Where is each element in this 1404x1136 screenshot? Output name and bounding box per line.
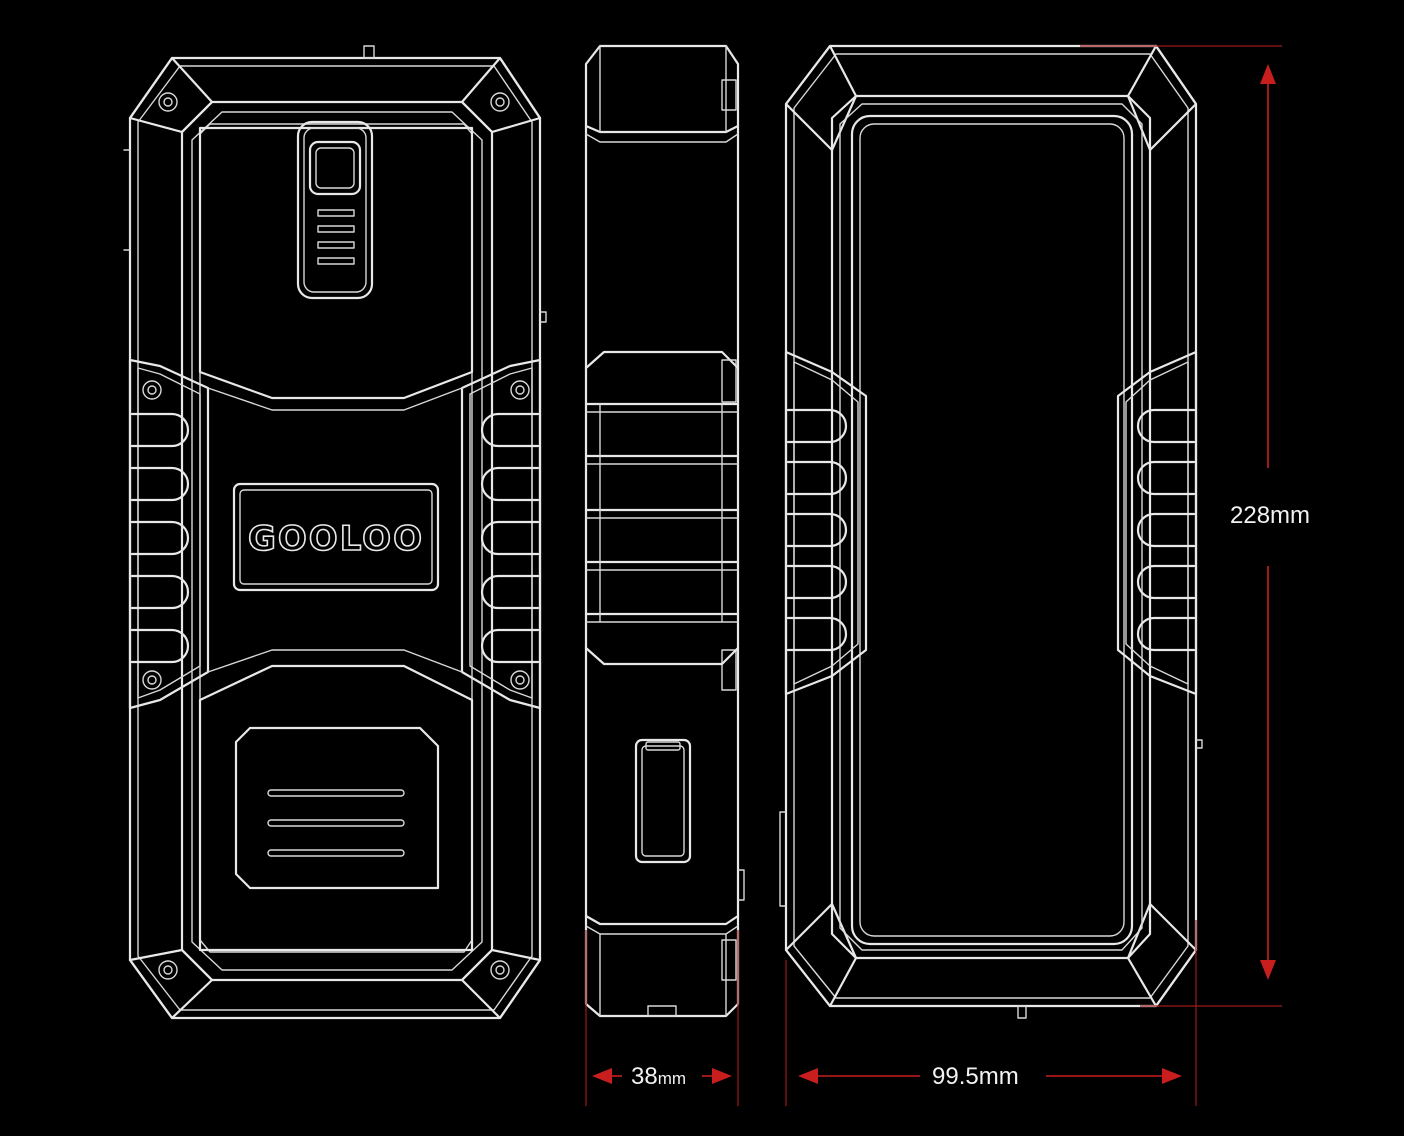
- arrow-right-icon: [1162, 1068, 1182, 1084]
- back-view: [779, 44, 1203, 1019]
- dimension-lines: [585, 45, 1282, 1106]
- screw-icon: [158, 92, 510, 980]
- front-right-grip: [460, 358, 542, 710]
- depth-label: 38mm: [631, 1063, 686, 1090]
- width-label: 99.5mm: [932, 1063, 1019, 1090]
- side-view: [584, 44, 745, 1018]
- vent-cover: [234, 726, 440, 890]
- back-left-grip: [784, 350, 868, 696]
- arrow-right-icon: [712, 1068, 732, 1084]
- front-left-grip: [128, 358, 210, 710]
- power-button-housing: [296, 120, 374, 300]
- side-grip-ribs: [584, 402, 740, 623]
- arrow-up-icon: [1260, 64, 1276, 84]
- arrow-left-icon: [592, 1068, 612, 1084]
- height-label: 228mm: [1230, 502, 1310, 529]
- arrow-left-icon: [798, 1068, 818, 1084]
- brand-logo: GOOLOO: [248, 519, 424, 559]
- front-view: GOOLOO: [123, 45, 547, 1020]
- arrow-down-icon: [1260, 960, 1276, 980]
- back-right-grip: [1116, 350, 1198, 696]
- logo-plate: GOOLOO: [232, 482, 440, 592]
- usb-port: [634, 738, 692, 864]
- dimension-labels: 228mm 38mm 99.5mm: [631, 502, 1310, 1090]
